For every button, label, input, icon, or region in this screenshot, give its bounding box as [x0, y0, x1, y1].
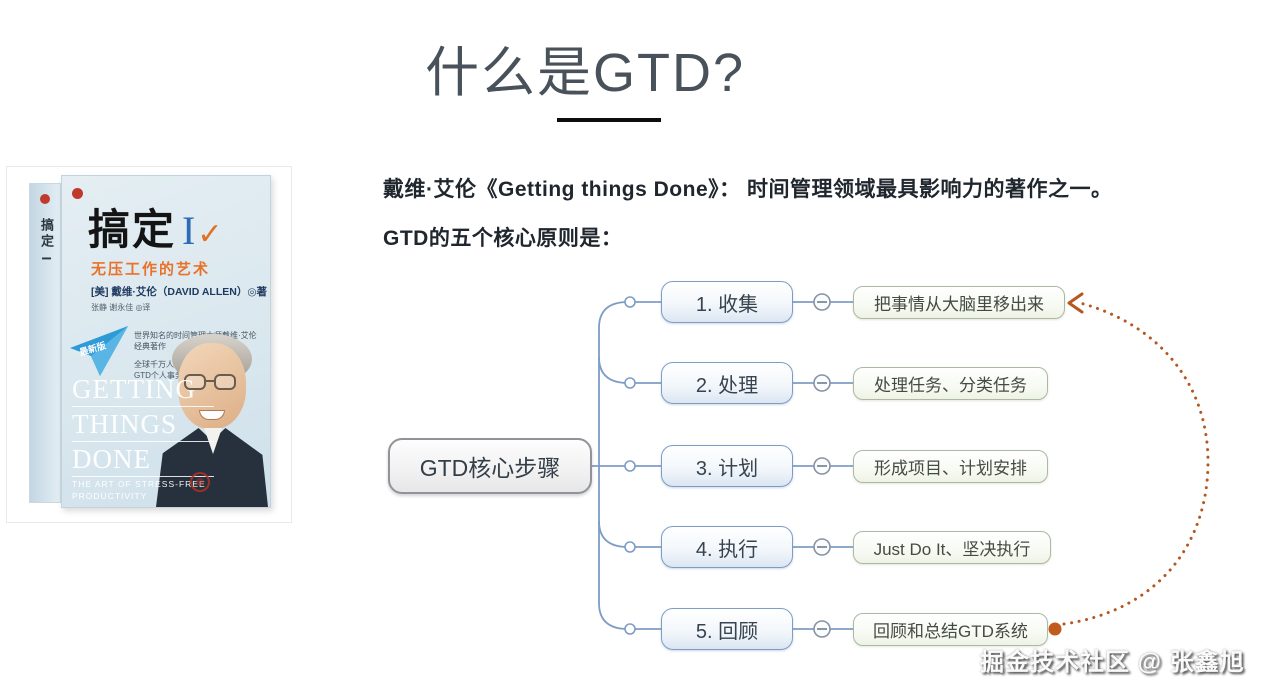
- desc-node-3: 形成项目、计划安排: [853, 450, 1048, 483]
- loop-dotted-curve: [1062, 301, 1210, 626]
- desc-node-5: 回顾和总结GTD系统: [853, 613, 1048, 646]
- book-author-line: [美] 戴维·艾伦（DAVID ALLEN）◎著: [91, 286, 267, 298]
- step-node-4: 4. 执行: [661, 526, 793, 568]
- title-underline: [557, 118, 661, 122]
- intro-line-2: GTD的五个核心原则是：: [383, 227, 623, 250]
- book-subtitle-cn: 无压工作的艺术: [91, 261, 211, 278]
- book-spine: 搞定 I: [29, 183, 61, 503]
- book-tagline-line1: THE ART OF STRESS-FREE: [72, 479, 206, 489]
- loop-start-dot: [1048, 622, 1062, 636]
- publisher-logo-icon: [72, 188, 83, 199]
- step-node-1: 1. 收集: [661, 281, 793, 323]
- check-icon: ✓: [197, 218, 223, 251]
- book-tagline-en: THE ART OF STRESS-FREE PRODUCTIVITY: [72, 478, 206, 502]
- mindmap-root-node: GTD核心步骤: [388, 438, 592, 494]
- branch-dot-icon: [624, 296, 636, 308]
- book-blurb-2b: GTD个人事务管理系统: [134, 371, 215, 380]
- book-title-en-line: THINGS: [72, 407, 214, 442]
- paper-plane-icon: 最新版: [70, 326, 128, 376]
- loop-arrow-icon: [1067, 292, 1084, 314]
- page-title: 什么是GTD?: [424, 43, 746, 103]
- red-seal-icon: [190, 472, 210, 492]
- publisher-logo-icon: [40, 194, 50, 204]
- book-title-cn: 搞定: [88, 206, 177, 253]
- branch-curve: [598, 520, 629, 548]
- branch-dot-icon: [624, 623, 636, 635]
- book-translator-line: 张静 谢永佳 ◎译: [91, 303, 151, 312]
- branch-curve: [598, 356, 629, 384]
- glasses-bridge: [205, 380, 215, 382]
- branch-dot-icon: [624, 377, 636, 389]
- step-node-5: 5. 回顾: [661, 608, 793, 650]
- intro-line-1: 戴维·艾伦《Getting things Done》： 时间管理领域最具影响力的…: [383, 178, 1113, 201]
- branch-dot-icon: [624, 541, 636, 553]
- desc-node-2: 处理任务、分类任务: [853, 367, 1048, 400]
- book-title-en-line: DONE: [72, 442, 214, 477]
- desc-node-4: Just Do It、坚决执行: [853, 531, 1051, 564]
- step-node-3: 3. 计划: [661, 445, 793, 487]
- book-title-en: GETTING THINGS DONE: [72, 372, 214, 477]
- watermark: 掘金技术社区 @ 张鑫旭: [980, 649, 1245, 676]
- book-tagline-line2: PRODUCTIVITY: [72, 491, 148, 501]
- book-spine-title: 搞定 I: [39, 218, 54, 264]
- desc-node-1: 把事情从大脑里移出来: [853, 286, 1065, 319]
- book-title-en-line: GETTING: [72, 372, 214, 407]
- book-volume: I: [182, 208, 196, 253]
- branch-dot-icon: [624, 460, 636, 472]
- glasses-icon: [184, 374, 206, 390]
- glasses-icon: [214, 374, 236, 390]
- step-node-2: 2. 处理: [661, 362, 793, 404]
